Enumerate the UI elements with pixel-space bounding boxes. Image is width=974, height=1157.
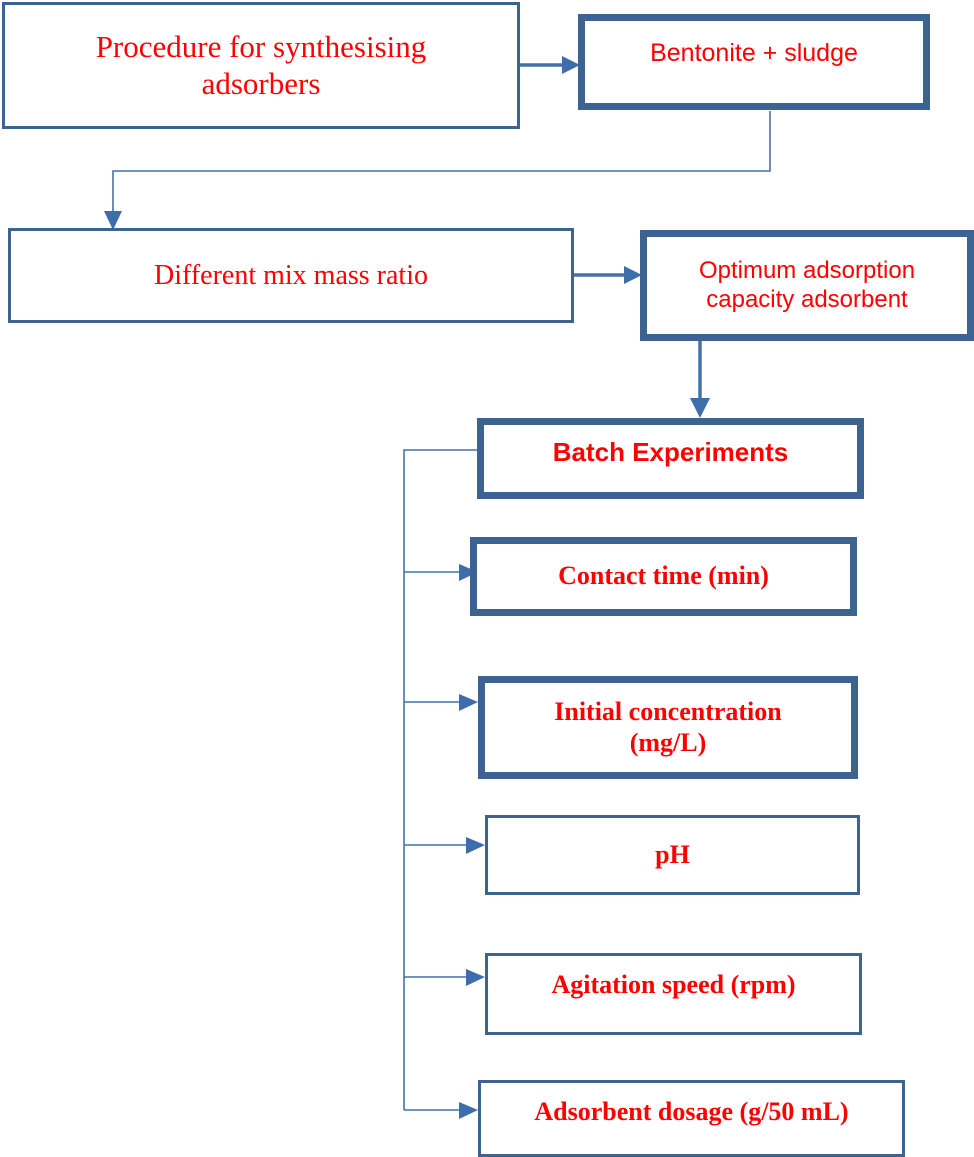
- node-contact-time-label: Contact time (min): [558, 561, 769, 591]
- node-agitation-speed[interactable]: Agitation speed (rpm): [485, 953, 862, 1035]
- node-agitation-speed-label: Agitation speed (rpm): [551, 970, 796, 999]
- edge-procedure-to-bentonite: [519, 56, 580, 74]
- node-mixratio-label: Different mix mass ratio: [154, 259, 428, 291]
- node-adsorbent-dosage-label: Adsorbent dosage (g/50 mL): [534, 1097, 849, 1126]
- node-contact-time[interactable]: Contact time (min): [470, 537, 857, 616]
- edge-batch-to-spine: [403, 449, 477, 1110]
- node-procedure[interactable]: Procedure for synthesising adsorbers: [2, 2, 520, 129]
- node-optimum[interactable]: Optimum adsorption capacity adsorbent: [640, 230, 974, 341]
- node-initial-concentration[interactable]: Initial concentration (mg/L): [478, 676, 858, 779]
- node-optimum-label: Optimum adsorption capacity adsorbent: [698, 257, 916, 313]
- node-batch-experiments[interactable]: Batch Experiments: [477, 418, 864, 499]
- edge-bentonite-to-mixratio: [104, 111, 771, 230]
- node-mixratio[interactable]: Different mix mass ratio: [8, 228, 574, 323]
- node-bentonite[interactable]: Bentonite + sludge: [578, 14, 930, 110]
- node-batch-experiments-label: Batch Experiments: [552, 437, 789, 467]
- node-ph-label: pH: [655, 839, 690, 869]
- node-adsorbent-dosage[interactable]: Adsorbent dosage (g/50 mL): [478, 1080, 905, 1157]
- edge-spine-to-dosage: [404, 1102, 478, 1119]
- node-ph[interactable]: pH: [485, 815, 860, 895]
- node-initial-concentration-label: Initial concentration (mg/L): [554, 697, 782, 757]
- edge-spine-to-contacttime: [404, 564, 478, 581]
- edge-optimum-to-batch: [690, 341, 710, 418]
- edge-spine-to-ph: [404, 837, 485, 854]
- node-procedure-label: Procedure for synthesising adsorbers: [95, 28, 427, 101]
- edge-spine-to-initialconc: [404, 694, 478, 711]
- node-bentonite-label: Bentonite + sludge: [650, 39, 858, 67]
- edge-mixratio-to-optimum: [574, 266, 642, 284]
- edge-spine-to-agitation: [404, 969, 485, 986]
